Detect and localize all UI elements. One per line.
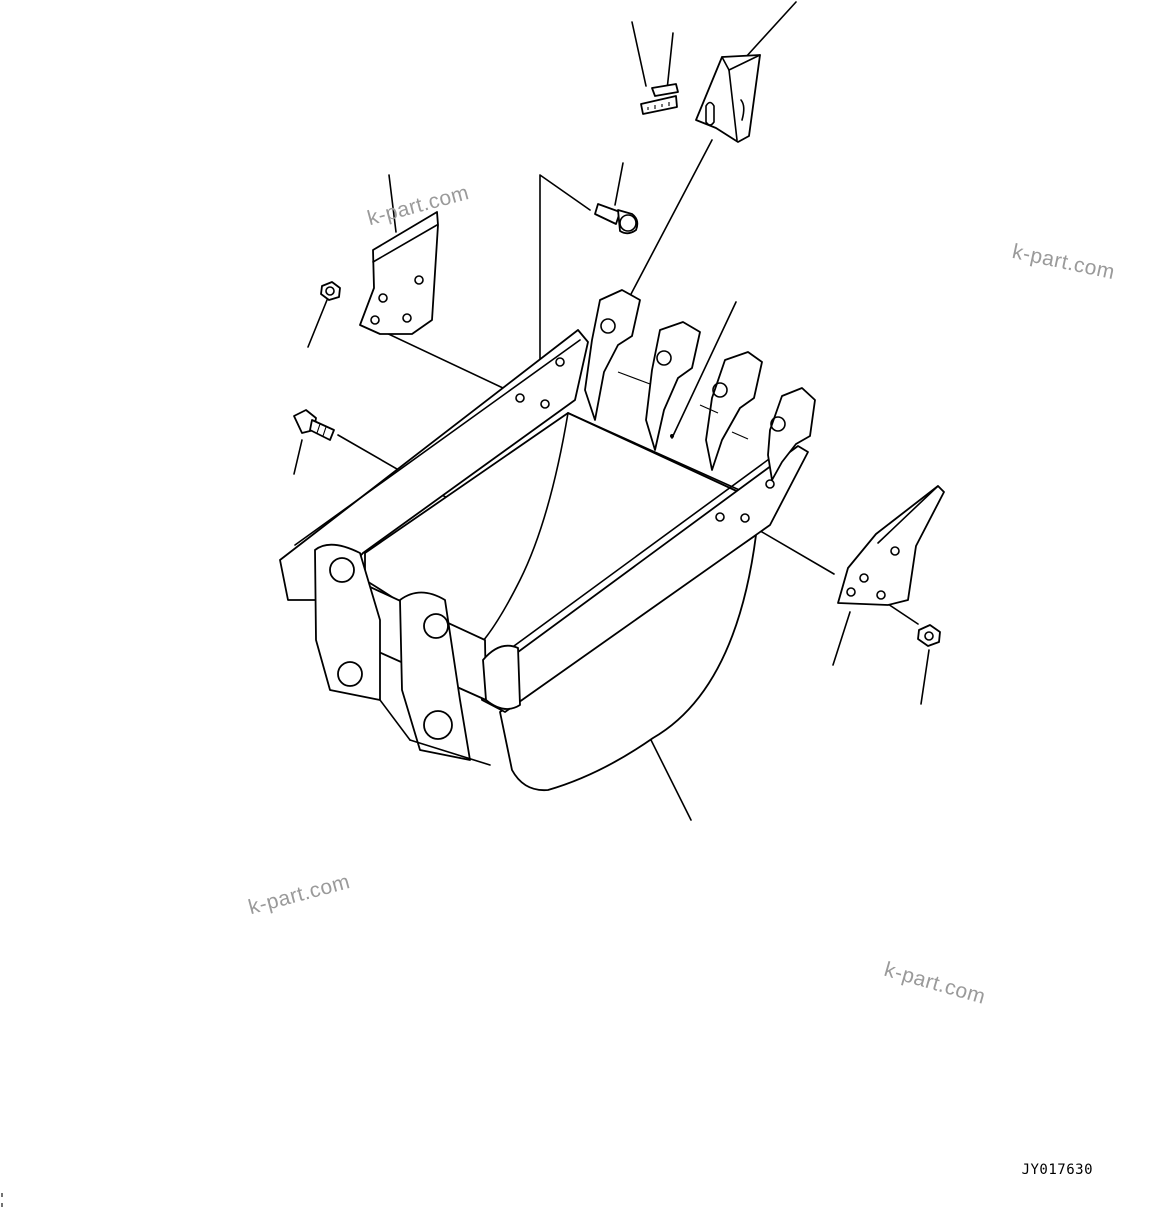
side-cutter-right: [837, 485, 945, 606]
nut-left: [320, 281, 341, 301]
side-cutter-left: [359, 211, 439, 335]
tooth-tip: [695, 54, 761, 143]
drawing-code: JY017630: [1021, 1162, 1093, 1178]
nut-right: [917, 624, 941, 647]
bolt-top: [594, 203, 639, 235]
bucket-body: [279, 329, 809, 792]
bolt-left: [293, 409, 335, 441]
tooth-adapters: [584, 289, 816, 481]
lock-pin-parts: [640, 83, 679, 115]
